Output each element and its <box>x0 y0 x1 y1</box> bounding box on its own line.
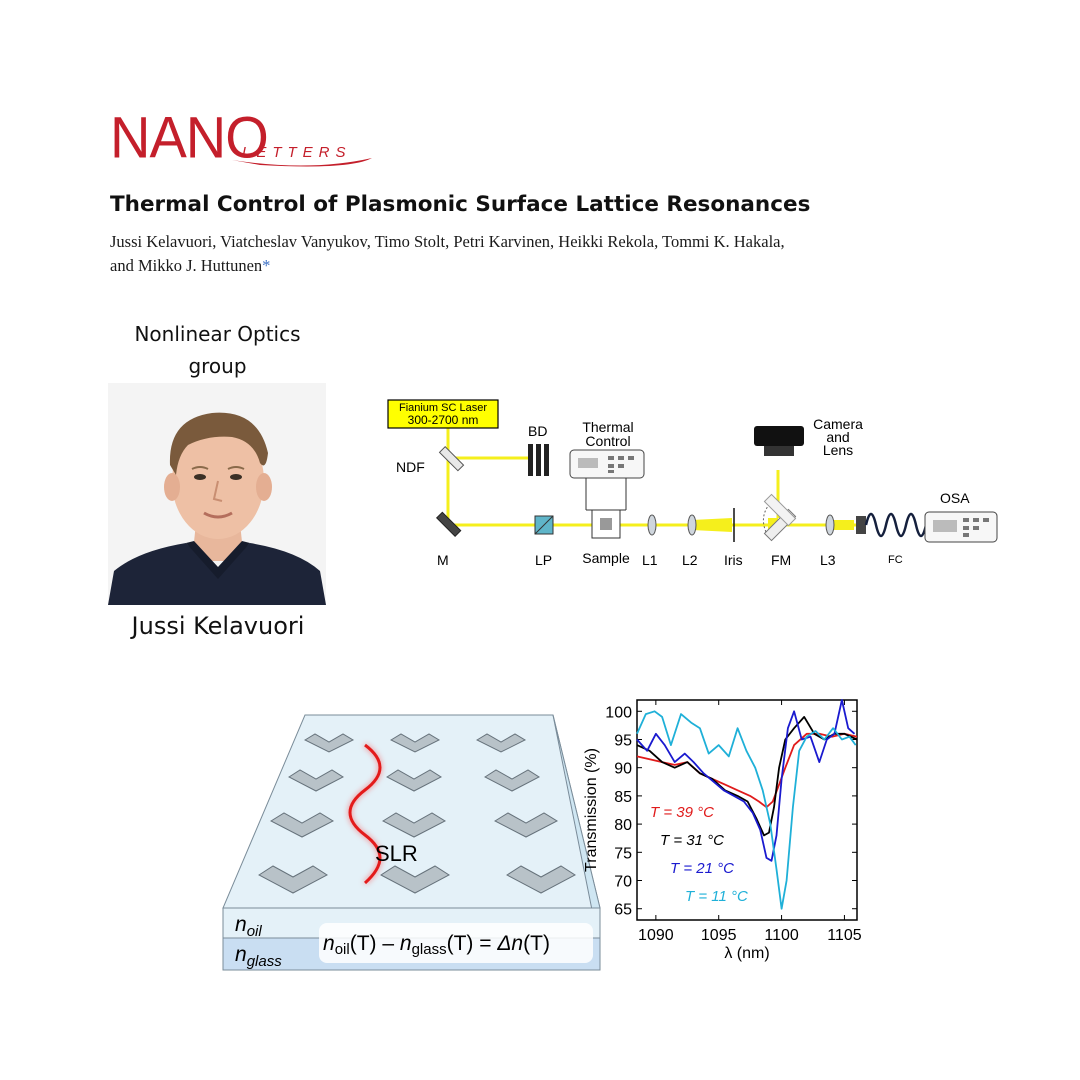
x-tick-label: 1105 <box>827 927 862 944</box>
group-name: Nonlinear Optics group <box>110 318 325 382</box>
laser-label-1: Fianium SC Laser <box>399 402 487 414</box>
laser-label-2: 300-2700 nm <box>408 413 479 427</box>
lens-l1 <box>647 514 657 536</box>
thermal-label-1: Thermal <box>582 419 633 435</box>
x-tick-label: 1100 <box>764 927 799 944</box>
logo-swoosh <box>232 158 372 167</box>
camera <box>754 426 804 456</box>
paper-title: Thermal Control of Plasmonic Surface Lat… <box>110 192 811 217</box>
y-tick-label: 70 <box>614 874 632 891</box>
x-axis-label: λ (nm) <box>724 945 769 962</box>
nanoparticle-array <box>258 733 576 894</box>
n-glass-label: nglass <box>235 943 282 970</box>
iris-label: Iris <box>724 552 743 568</box>
plot-axes: 65 70 75 80 85 90 95 100 1090 1095 1100 1105 λ (nm) T… <box>583 699 862 962</box>
ndf-label: NDF <box>396 459 425 475</box>
camera-label-2: and <box>826 429 849 445</box>
mirror-label: M <box>437 552 449 568</box>
lens-l2 <box>687 514 697 536</box>
thermal-label-2: Control <box>585 433 630 449</box>
transmission-plot: 65 70 75 80 85 90 95 100 1090 1095 1100 1105 λ (nm) T… <box>583 699 862 962</box>
series-line-3 <box>636 699 856 862</box>
authors-line-2: and Mikko J. Huttunen <box>110 256 263 275</box>
authors-line-1: Jussi Kelavuori, Viatcheslav Vanyukov, T… <box>110 232 785 251</box>
osa-label: OSA <box>940 490 970 506</box>
y-tick-label: 65 <box>614 902 632 919</box>
optical-setup-diagram: Fianium SC Laser 300-2700 nm NDF BD M LP… <box>387 399 998 568</box>
series-line-4 <box>636 710 857 910</box>
n-oil-label: noil <box>235 913 262 940</box>
camera-label-3: Lens <box>823 442 853 458</box>
portrait-photo <box>108 383 326 605</box>
plot-series <box>636 699 858 910</box>
l2-label: L2 <box>682 552 698 568</box>
legend-label-4: T = 11 °C <box>685 888 748 905</box>
flip-mirror-ghost <box>763 493 797 527</box>
series-line-2 <box>636 716 858 837</box>
logo-main-text: NANO <box>110 103 269 170</box>
legend-label-2: T = 31 °C <box>660 832 724 849</box>
mirror-m <box>435 511 462 538</box>
index-equation: noil(T) – nglass(T) = Δn(T) <box>323 932 550 958</box>
y-tick-label: 75 <box>614 845 632 862</box>
legend-label-1: T = 39 °C <box>650 804 714 821</box>
fc-label: FC <box>888 554 903 566</box>
legend-label-3: T = 21 °C <box>670 860 734 877</box>
y-tick-label: 90 <box>614 761 632 778</box>
lp-label: LP <box>535 552 552 568</box>
y-axis-label: Transmission (%) <box>583 748 600 872</box>
journal-logo: NANO LETTERS <box>110 103 380 178</box>
corresponding-author-mark: * <box>262 256 271 275</box>
fm-label: FM <box>771 552 791 568</box>
lens-l3 <box>825 514 835 536</box>
sample-label: Sample <box>582 550 630 566</box>
camera-label-1: Camera <box>813 416 863 432</box>
fiber-coupler <box>856 516 866 534</box>
plot-legend: T = 39 °C T = 31 °C T = 21 °C T = 11 °C <box>650 804 748 905</box>
l3-label: L3 <box>820 552 836 568</box>
laser-source <box>387 399 499 429</box>
x-tick-label: 1090 <box>638 927 674 944</box>
bd-label: BD <box>528 423 547 439</box>
lattice-illustration: SLR noil nglass noil(T) – nglass(T) = Δn… <box>222 714 601 971</box>
group-line-2: group <box>188 354 247 378</box>
ndf-filter <box>438 445 465 472</box>
slr-wave <box>348 743 382 885</box>
logo-sub-text: LETTERS <box>242 144 352 161</box>
y-tick-label: 95 <box>614 732 632 749</box>
thermal-control-unit <box>569 449 645 511</box>
y-tick-label: 100 <box>605 704 632 721</box>
author-list: Jussi Kelavuori, Viatcheslav Vanyukov, T… <box>110 230 900 278</box>
plot-frame <box>636 699 858 921</box>
x-tick-label: 1095 <box>701 927 737 944</box>
y-tick-label: 80 <box>614 817 632 834</box>
slr-label: SLR <box>375 841 418 866</box>
group-line-1: Nonlinear Optics <box>134 322 301 346</box>
beam-dump <box>528 444 549 476</box>
y-tick-label: 85 <box>614 789 632 806</box>
l1-label: L1 <box>642 552 658 568</box>
person-name: Jussi Kelavuori <box>131 612 305 640</box>
optical-spectrum-analyzer <box>924 511 998 543</box>
